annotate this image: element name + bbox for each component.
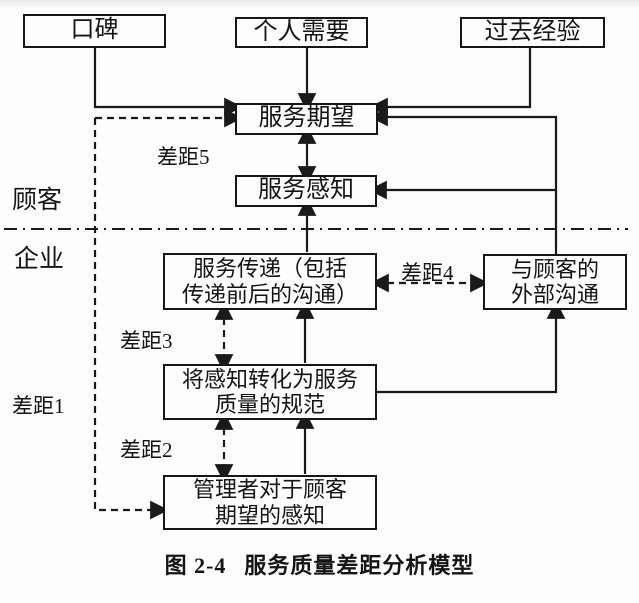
node-past-experience-label: 过去经验 [484,18,581,45]
region-label-company: 企业 [14,246,65,273]
node-service-delivery: 服务传递（包括 传递前后的沟通） [163,253,377,310]
node-service-expectation: 服务期望 [235,103,378,135]
node-personal-needs-label: 个人需要 [253,18,350,45]
figure-caption-title: 服务质量差距分析模型 [244,553,475,578]
node-service-expectation-label: 服务期望 [258,105,355,132]
node-word-of-mouth-label: 口碑 [70,17,119,44]
node-management-perception-line2: 期望的感知 [214,502,325,528]
node-external-communication: 与顾客的 外部沟通 [483,254,627,310]
node-service-perception: 服务感知 [235,175,377,207]
arrow-word-of-mouth-to-expectation [93,48,243,117]
node-past-experience: 过去经验 [460,17,605,48]
node-quality-specs-line1: 将感知转化为服务 [181,366,358,392]
node-quality-specs-line2: 质量的规范 [214,392,325,417]
gap3-label: 差距3 [120,329,173,353]
gap4-label: 差距4 [401,261,454,285]
figure-caption: 图 2-4 服务质量差距分析模型 [0,548,639,580]
node-word-of-mouth: 口碑 [23,14,166,48]
node-management-perception-line1: 管理者对于顾客 [192,477,347,503]
node-management-perception: 管理者对于顾客 期望的感知 [163,475,377,530]
gap1-label: 差距1 [12,394,65,418]
node-service-delivery-line2: 传递前后的沟通） [181,281,358,307]
node-external-communication-line2: 外部沟通 [510,282,599,307]
gap5-label: 差距5 [157,145,210,169]
arrow-specs-to-external-comm [377,300,566,394]
node-quality-specs: 将感知转化为服务 质量的规范 [163,364,377,420]
region-label-customer: 顾客 [12,187,63,214]
node-service-delivery-line1: 服务传递（包括 [192,256,347,282]
arrow-external-comm-to-expectation [369,107,558,254]
node-external-communication-line1: 与顾客的 [510,256,599,282]
figure-caption-number: 图 2-4 [164,553,227,578]
node-service-perception-label: 服务感知 [258,177,354,204]
gap2-label: 差距2 [120,438,173,462]
arrow-past-experience-to-expectation [369,48,532,117]
node-personal-needs: 个人需要 [235,17,368,48]
